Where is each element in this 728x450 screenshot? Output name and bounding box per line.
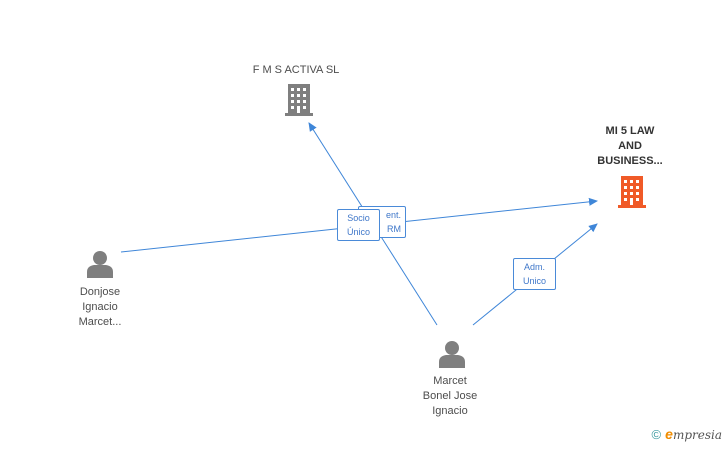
copyright-icon: ©	[651, 426, 662, 442]
node-label-marcet[interactable]: Marcet Bonel Jose Ignacio	[400, 374, 500, 419]
edge-label-line: Único	[346, 227, 370, 237]
node-label-line: Ignacio	[432, 405, 468, 417]
node-label-line: AND	[618, 140, 642, 152]
node-label-line: BUSINESS...	[597, 155, 663, 167]
node-label-line: Marcet	[433, 375, 467, 387]
person-icon[interactable]	[87, 251, 113, 278]
empresia-brand: © empresia	[652, 426, 722, 442]
node-label-line: Bonel Jose	[422, 390, 478, 402]
node-label-line: Donjose	[79, 286, 121, 298]
node-label-line: Marcet...	[78, 316, 122, 328]
building-icon[interactable]	[285, 84, 313, 116]
node-label-mi5[interactable]: MI 5 LAW AND BUSINESS...	[580, 124, 680, 169]
node-label-fms[interactable]: F M S ACTIVA SL	[236, 63, 356, 78]
edge-label-line: ent.	[385, 210, 401, 220]
node-label-line: MI 5 LAW	[605, 125, 655, 137]
edge-label-line: RM	[387, 224, 401, 234]
edge-label-socio[interactable]: Socio Único	[337, 209, 380, 241]
edge-label-line: Adm.	[523, 262, 545, 272]
edge-label-adm[interactable]: Adm. Unico	[513, 258, 556, 290]
brand-e: e	[665, 426, 673, 442]
edge-label-line: Socio	[347, 213, 370, 223]
node-label-text: F M S ACTIVA SL	[252, 64, 340, 76]
edge-label-line: Unico	[522, 276, 546, 286]
building-icon[interactable]	[618, 176, 646, 208]
node-label-donjose[interactable]: Donjose Ignacio Marcet...	[50, 285, 150, 330]
person-icon[interactable]	[439, 341, 465, 368]
brand-name: mpresia	[672, 428, 722, 442]
node-label-line: Ignacio	[82, 301, 118, 313]
